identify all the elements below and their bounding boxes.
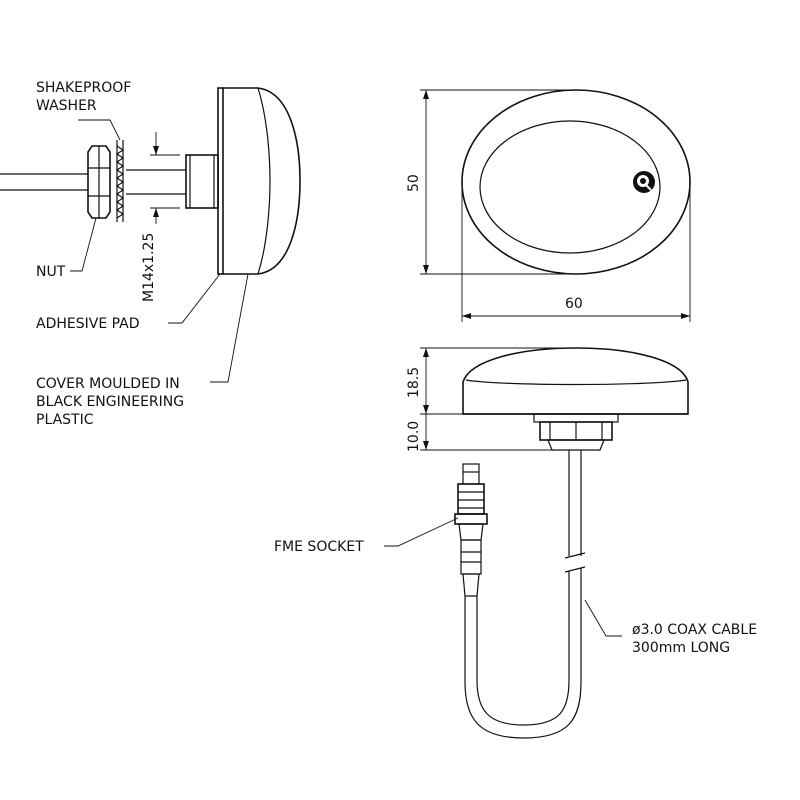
label-thread-spec: M14x1.25 — [141, 233, 157, 302]
side-view-cable — [0, 169, 186, 195]
shakeproof-washer-shape — [115, 140, 125, 222]
label-coax-2: 300mm LONG — [632, 640, 730, 656]
logo-icon — [633, 171, 655, 193]
bottom-leaders — [384, 517, 622, 637]
cover-side-shape — [223, 87, 301, 275]
fme-socket-shape — [454, 463, 488, 597]
front-view-dome — [462, 347, 689, 415]
side-view-leaders — [70, 119, 249, 383]
label-cover-2: BLACK ENGINEERING — [36, 394, 184, 410]
top-view — [420, 89, 691, 322]
label-cover-1: COVER MOULDED IN — [36, 376, 180, 392]
label-fme-socket: FME SOCKET — [274, 539, 364, 555]
top-view-outer-ellipse — [461, 89, 691, 275]
dim-label-10-0: 10.0 — [406, 421, 422, 452]
label-coax-1: ø3.0 COAX CABLE — [632, 622, 757, 638]
threaded-boss — [185, 154, 219, 209]
label-cover-3: PLASTIC — [36, 412, 94, 428]
front-view — [420, 347, 689, 451]
dim-label-60: 60 — [565, 296, 583, 312]
nut-shape — [87, 145, 111, 219]
adhesive-pad-shape — [217, 87, 224, 275]
label-adhesive-pad: ADHESIVE PAD — [36, 316, 140, 332]
dimension-60 — [461, 182, 691, 322]
label-shakeproof-2: WASHER — [36, 98, 97, 114]
dim-label-18-5: 18.5 — [406, 367, 422, 398]
label-shakeproof-1: SHAKEPROOF — [36, 80, 131, 96]
dimension-10-0 — [420, 414, 552, 451]
front-view-nut — [533, 413, 619, 451]
dimension-18-5 — [420, 347, 576, 415]
top-view-inner-ellipse — [479, 120, 661, 254]
label-nut: NUT — [36, 264, 66, 280]
side-view — [0, 87, 301, 383]
dim-label-50: 50 — [406, 174, 422, 192]
dimension-50 — [420, 89, 576, 275]
thread-dimension — [150, 132, 180, 224]
coax-cable — [464, 450, 586, 739]
